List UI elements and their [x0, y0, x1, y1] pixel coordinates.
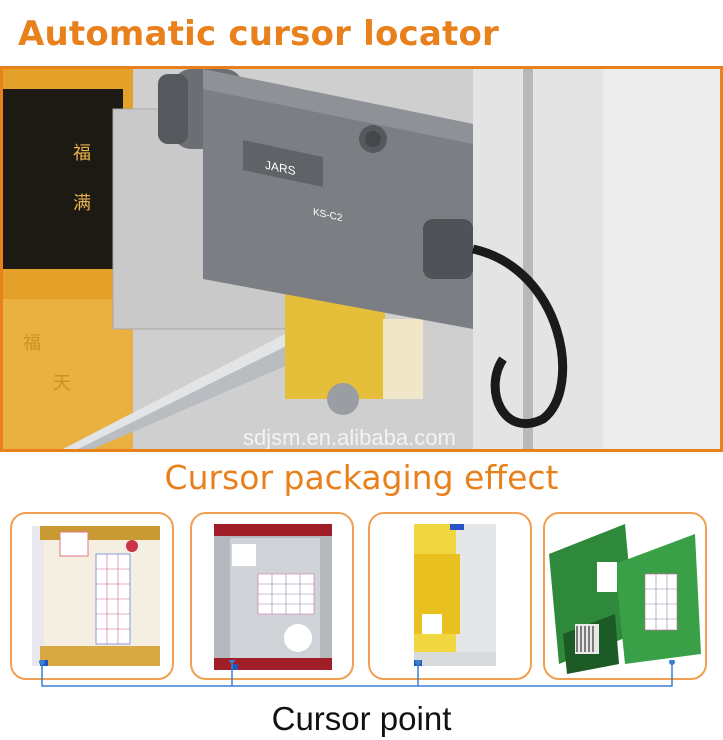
cursor-point-guides: [39, 660, 675, 687]
sensor-brand-text: JARS: [265, 158, 296, 178]
svg-text:天: 天: [53, 373, 71, 394]
page-title: Automatic cursor locator: [18, 14, 500, 54]
svg-text:福: 福: [23, 333, 41, 354]
svg-text:福: 福: [73, 143, 91, 164]
sample-white-gold-sachet: [10, 512, 174, 680]
sample-silver-foil-sachet: [190, 512, 354, 680]
cursor-point-label: Cursor point: [271, 700, 452, 737]
watermark-text: sdjsm.en.alibaba.com: [243, 425, 456, 450]
sample-yellow-stick-pack: [368, 512, 532, 680]
sensor-photo: 福 满 福 天 JARS KS-C2 sdjsm.en.alibaba.com: [0, 66, 723, 452]
sample-green-candy-pack: [543, 512, 707, 680]
svg-text:满: 满: [73, 193, 91, 214]
packaging-title: Cursor packaging effect: [164, 458, 559, 497]
